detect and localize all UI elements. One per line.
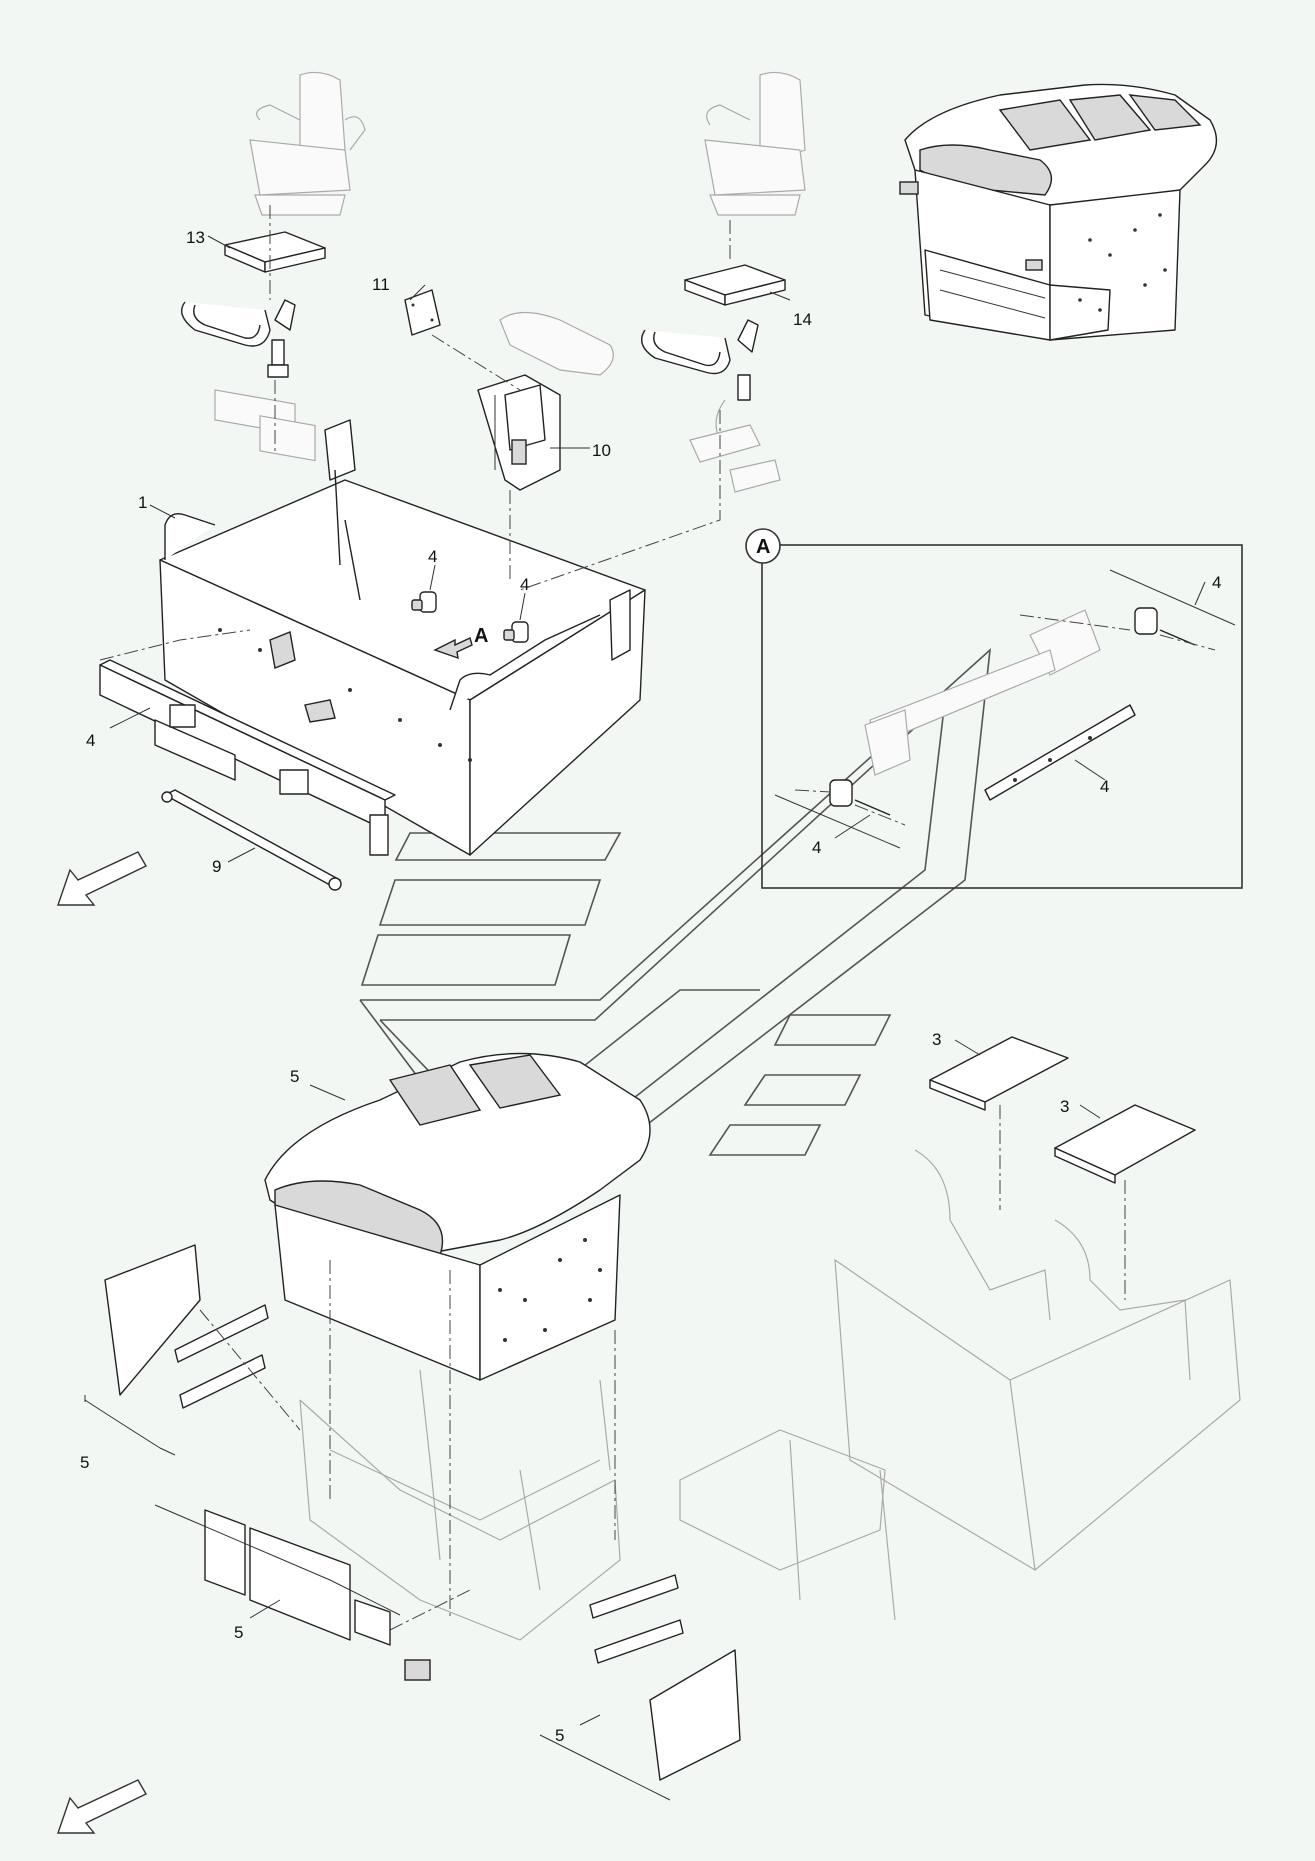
seat-icon-right xyxy=(704,71,806,216)
direction-arrow-icon-bottom xyxy=(57,1779,147,1834)
assembly-lines xyxy=(99,205,1216,1631)
cover-plate-11 xyxy=(404,289,441,336)
seat-frame-1 xyxy=(159,419,646,856)
cross-beam-4 xyxy=(99,659,396,856)
seat-bracket-13 xyxy=(181,231,326,378)
callout-4-beam: 4 xyxy=(86,731,95,750)
detail-callout-4a: 4 xyxy=(1212,573,1221,592)
callout-3b: 3 xyxy=(1060,1097,1069,1116)
direction-arrow-icon xyxy=(57,851,147,906)
view-label-a: A xyxy=(474,625,488,647)
mount-ghost-right xyxy=(689,424,781,493)
leader-lines xyxy=(84,235,1236,1801)
cover-plate-3b xyxy=(1054,1104,1196,1184)
callout-5-side: 5 xyxy=(80,1453,89,1472)
lower-cab-module-5 xyxy=(264,1052,651,1381)
control-console-10 xyxy=(477,311,614,491)
callout-4-mount-a: 4 xyxy=(428,547,437,566)
side-panels-5c xyxy=(589,1574,741,1781)
callout-5-module: 5 xyxy=(290,1067,299,1086)
callout-13: 13 xyxy=(186,228,205,247)
front-panels-5b xyxy=(204,1509,431,1681)
rubber-mount-4b xyxy=(503,621,529,643)
callout-4-mount-b: 4 xyxy=(520,575,529,594)
detail-a-box xyxy=(745,528,1243,889)
lower-frame-ghost xyxy=(299,1369,621,1641)
callout-5-right: 5 xyxy=(555,1726,564,1745)
detail-callout-4c: 4 xyxy=(812,838,821,857)
detail-callout-4b: 4 xyxy=(1100,777,1109,796)
side-panels-5a xyxy=(104,1244,269,1409)
detail-label-a: A xyxy=(756,536,770,558)
rubber-mount-4a xyxy=(411,591,437,613)
cover-plate-3a xyxy=(929,1036,1069,1111)
view-arrow-a xyxy=(433,637,473,660)
detail-a-contents xyxy=(829,607,1196,816)
support-rod-9 xyxy=(161,789,342,891)
cab-module-icon xyxy=(899,83,1218,341)
callout-3a: 3 xyxy=(932,1030,941,1049)
mount-ghost-left xyxy=(214,389,316,462)
callout-14: 14 xyxy=(793,310,812,329)
seat-bracket-14 xyxy=(641,264,786,441)
right-frame-ghost xyxy=(679,1149,1241,1621)
callout-11: 11 xyxy=(372,275,390,294)
callout-10: 10 xyxy=(592,441,611,460)
callout-9: 9 xyxy=(212,857,221,876)
seat-icon-left xyxy=(249,71,366,216)
callout-5-front: 5 xyxy=(234,1623,243,1642)
callout-1: 1 xyxy=(138,493,147,512)
